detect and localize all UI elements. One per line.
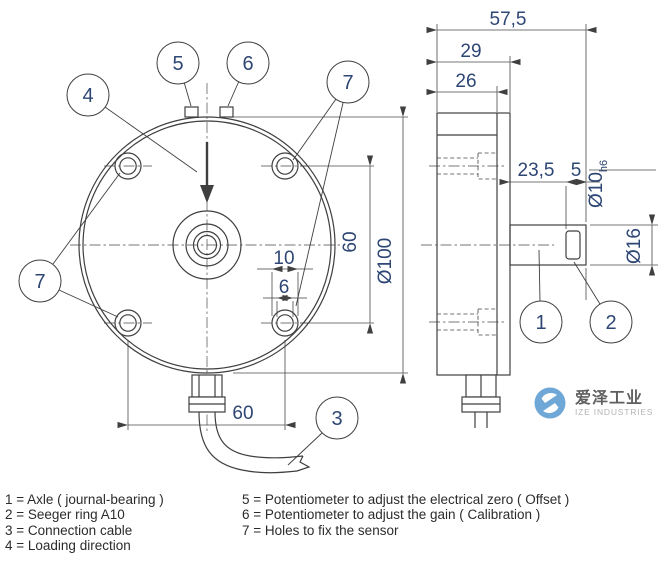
legend-right-column: 5 = Potentiometer to adjust the electric… [242,492,569,538]
legend-left-column: 1 = Axle ( journal-bearing ) 2 = Seeger … [5,492,164,553]
ize-watermark: 爱泽工业 IZE INDUSTRIES [532,385,653,421]
dim-collar-diameter: Ø16 [624,228,645,264]
ize-logo-icon [534,387,566,419]
dim-body-depth: 26 [455,71,476,92]
dim-counterbore: 10 [273,248,294,269]
dim-hole: 6 [279,277,290,298]
axle-bore-circle [196,234,218,256]
logo-circle [534,387,566,419]
watermark-cn: 爱泽工业 [575,389,644,407]
cable-gland-front [188,374,226,413]
axle-circle [192,230,222,260]
callout-3: 3 [331,408,342,430]
centerlines [70,83,554,432]
dim-axle-tip: 5 [571,160,582,181]
callout-2: 2 [605,312,616,334]
extension-lines [127,24,658,430]
dim-axle-diameter: Ø10 [586,172,607,208]
ize-watermark-text: 爱泽工业 IZE INDUSTRIES [575,390,653,417]
dimension-labels: 60 Ø100 10 6 60 57,5 29 26 23,5 5 Ø10 h6… [232,9,645,424]
callout-1: 1 [535,312,546,334]
callout-leaders [52,80,601,466]
dim-bolt-spacing-vertical: 60 [340,231,361,252]
legend-item-5: 5 = Potentiometer to adjust the electric… [242,492,570,507]
watermark-en: IZE INDUSTRIES [575,406,654,417]
legend-item-3: 3 = Connection cable [5,522,133,538]
connection-cable [198,411,311,474]
legend-item-7: 7 = Holes to fix the sensor [242,522,399,538]
callout-4: 4 [82,85,93,107]
axle-shaft [509,224,587,266]
loading-direction-arrow [200,142,214,203]
legend-item-2: 2 = Seeger ring A10 [5,507,125,523]
legend-item-6: 6 = Potentiometer to adjust the gain ( C… [242,507,541,523]
dim-axle-length: 23,5 [518,160,555,181]
dim-bolt-spacing-horizontal: 60 [232,403,253,424]
seeger-ring [565,230,581,260]
axle-boss-circle [172,210,242,280]
legend-item-1: 1 = Axle ( journal-bearing ) [5,492,164,507]
fixing-holes [114,152,299,337]
axle-collar-circle [185,223,229,267]
legend-item-4: 4 = Loading direction [5,537,131,553]
housing-side-outline [436,112,511,376]
callout-balloons [18,41,633,440]
dim-overall-depth: 57,5 [490,9,527,30]
callout-7-right: 7 [342,72,353,94]
callout-numbers: 4 5 6 7 7 3 1 2 [34,53,616,430]
dim-depth-with-cover: 29 [460,41,481,62]
cable-gland-side [461,374,501,428]
dim-outer-diameter: Ø100 [375,238,396,284]
dimension-lines [117,26,656,429]
housing-outer-circle [78,116,336,374]
hidden-fixing-holes [437,152,498,336]
gain-potentiometer-tab [219,106,234,118]
front-view [78,106,336,474]
dim-axle-tolerance: h6 [598,160,610,172]
callout-7-left: 7 [34,271,45,293]
offset-potentiometer-tab [184,106,199,118]
callout-5: 5 [172,53,183,75]
callout-6: 6 [242,53,253,75]
housing-rim-circle [82,120,332,370]
side-view [436,112,587,428]
